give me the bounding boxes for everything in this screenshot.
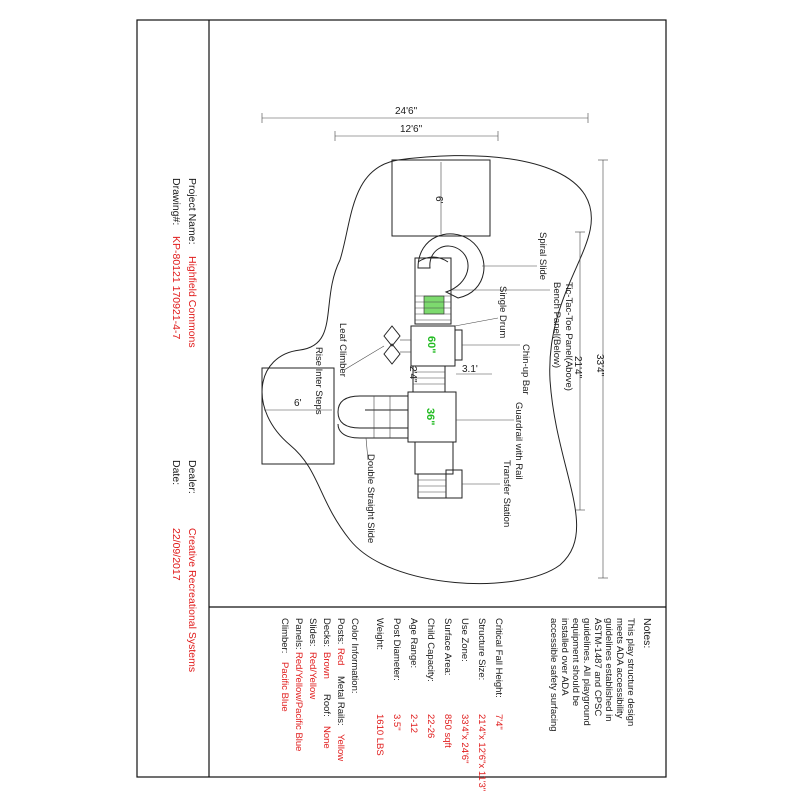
upper-tower [414, 257, 452, 325]
color-info-heading: Color Information: [349, 618, 360, 694]
rails-label: Metal Rails: [335, 676, 346, 726]
notes-line: guidelines established in [603, 618, 614, 722]
spec-value: 850 sqft [442, 714, 453, 748]
date-label: Date: [170, 460, 182, 485]
spec-value: 3.5" [391, 714, 402, 731]
notes-line: equipment should be [570, 618, 581, 706]
spec-label: Weight: [374, 618, 385, 650]
label-tictactoe: Tic-Tac-Toe Panel(Above) [563, 282, 574, 391]
notes-heading: Notes: [641, 618, 653, 648]
dealer-label: Dealer: [186, 460, 198, 494]
spec-value: 21'4"x 12'6"x 11'3" [476, 714, 487, 791]
title-block: Project Name: Highfield Commons Drawing#… [170, 178, 198, 348]
roof-value: None [321, 726, 332, 749]
tower-roof-bump [417, 256, 449, 263]
dim-gap: 2'4" [407, 366, 418, 383]
notes-line: ASTM-1487 and CPSC [592, 618, 603, 716]
top-zone-box [391, 159, 491, 237]
spec-value: 2-12 [408, 714, 419, 733]
slide-leader [365, 437, 369, 461]
spec-label: Structure Size: [476, 618, 487, 680]
deck-high-label: 60" [425, 336, 437, 353]
deck-low-label: 36" [424, 408, 436, 425]
double-straight-slide [337, 395, 408, 439]
sheet-border [136, 19, 667, 778]
slides-label: Slides: [307, 618, 318, 647]
decks-value: Brown [321, 652, 332, 679]
dealer-block: Dealer: Creative Recreational Systems Da… [170, 460, 198, 672]
transfer-hatch [418, 479, 446, 493]
notes-line: This play structure design [625, 618, 636, 726]
spec-label: Post Diameter: [391, 618, 402, 681]
label-double-slide: Double Straight Slide [365, 454, 376, 543]
transfer-station [414, 441, 454, 475]
connector-hatch [413, 371, 445, 385]
notes-line: guidelines. All playground [581, 618, 592, 726]
spec-label: Use Zone: [459, 618, 470, 662]
use-zone-outline [261, 155, 592, 584]
dim-top-zone: 6' [433, 196, 444, 204]
project-name-label: Project Name: [186, 178, 198, 245]
slides-value: Red/Yellow [307, 652, 318, 699]
posts-label: Posts: [335, 618, 346, 644]
dealer-value: Creative Recreational Systems [186, 528, 198, 672]
spec-value: 7'4" [493, 714, 504, 730]
dim-structure-width: 12'6" [400, 124, 423, 135]
project-name-value: Highfield Commons [186, 256, 198, 348]
spec-label: Age Range: [408, 618, 419, 668]
single-drum-leader [454, 317, 499, 327]
label-leaf-climber: Leaf Climber [337, 323, 348, 377]
label-transfer: Transfer Station [501, 460, 512, 527]
label-rise-steps: Rise Inter Steps [313, 347, 324, 415]
spec-label: Critical Fall Height: [493, 618, 504, 698]
spec-value: 33'4"x 24'6" [459, 714, 470, 763]
label-bench: Bench Panel(Below) [551, 282, 562, 368]
panels-label: Panels: [293, 618, 304, 650]
color-info-block: Color Information: Posts: Red Metal Rail… [279, 618, 360, 761]
spec-label: Surface Area: [442, 618, 453, 676]
drawing-number-label: Drawing#: [170, 178, 182, 225]
chinup-bar [455, 329, 463, 361]
tictactoe-panel [423, 295, 445, 315]
spec-block: Critical Fall Height: 7'4" Structure Size:… [374, 618, 504, 791]
spec-value: 1610 LBS [374, 714, 385, 756]
spec-label: Child Capacity: [425, 618, 436, 682]
dim-overall-width: 24'6" [395, 106, 418, 117]
dim-chinup: 3.1' [462, 364, 478, 375]
spec-list: Critical Fall Height: 7'4" Structure Size:… [374, 618, 504, 791]
rails-value: Yellow [335, 734, 346, 761]
posts-value: Red [335, 648, 346, 665]
label-single-drum: Single Drum [497, 286, 508, 338]
left-zone-box [261, 367, 335, 465]
dim-left-zone: 6' [294, 398, 302, 409]
roof-label: Roof: [321, 694, 332, 717]
tower-hatch [415, 295, 451, 321]
notes-line: accessible safety surfacing [548, 618, 559, 732]
dim-overall-length: 33'4" [594, 354, 605, 377]
climber-label: Climber: [279, 618, 290, 653]
notes-line: meets ADA accessibility [614, 618, 625, 719]
label-chinup: Chin-up Bar [520, 344, 531, 395]
notes-line: installed over ADA [559, 618, 570, 696]
spiral-slide [417, 233, 485, 299]
date-value: 22/09/2017 [170, 528, 182, 581]
label-spiral-slide: Spiral Slide [537, 232, 548, 280]
label-guardrail: Guardrail with Rail [513, 402, 524, 480]
climber-value: Pacific Blue [279, 662, 290, 712]
decks-label: Decks: [321, 618, 332, 647]
leaf-climber [383, 325, 411, 365]
leaf-climber-leader [343, 345, 385, 371]
dim-structure-length: 21'4" [572, 356, 583, 379]
spec-value: 22-26 [425, 714, 436, 738]
drawing-number-value: KP-80121 170921-4-7 [170, 236, 182, 339]
panels-value: Red/Yellow/Pacific Blue [293, 652, 304, 751]
